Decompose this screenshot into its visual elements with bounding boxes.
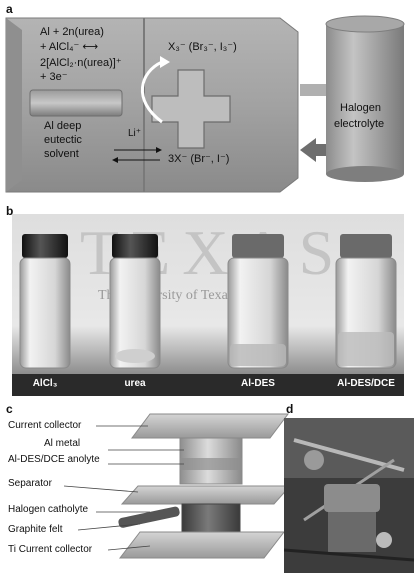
cathode-bottom-label: 3X⁻ (Br⁻, I⁻) [168, 153, 230, 165]
tank-label-2: electrolyte [334, 118, 385, 130]
panel-a-label: a [6, 2, 13, 16]
component-anolyte: Al-DES/DCE anolyte [8, 454, 100, 465]
vial-label-al-des-dce: Al-DES/DCE [337, 378, 395, 389]
panel-d-label: d [286, 402, 294, 416]
vial-alcl3 [19, 234, 71, 369]
component-separator: Separator [8, 478, 52, 489]
vial-label-alcl3: AlCl₃ [32, 378, 58, 389]
panel-a: a [0, 0, 414, 205]
cell-exploded-view [63, 413, 290, 559]
cathode-cross [151, 69, 231, 149]
tank-label-1: Halogen [340, 102, 381, 114]
electrolyte-tank [326, 24, 404, 174]
assembled-cell-photo [284, 418, 414, 573]
component-ti-collector: Ti Current collector [8, 544, 93, 555]
vial-al-des-dce [335, 234, 397, 369]
panel-b-label: b [6, 204, 14, 218]
component-al-metal: Al metal [44, 438, 81, 449]
vial-label-urea: urea [124, 378, 146, 389]
panel-b: b TEXAS The University of Texas at Austi… [0, 204, 414, 398]
panel-c: c Curren [0, 400, 290, 573]
reaction-line-3: 2[AlCl₂·n(urea)]⁺ [40, 57, 122, 69]
anode-label-1: Al deep [44, 120, 82, 132]
vial-al-des [227, 234, 289, 369]
panel-a-schematic [5, 15, 405, 193]
panel-c-label: c [6, 402, 13, 416]
component-catholyte: Halogen catholyte [8, 504, 89, 515]
component-graphite-felt: Graphite felt [8, 524, 63, 535]
anode-rod [29, 89, 123, 117]
reaction-line-1: Al + 2n(urea) [40, 26, 104, 38]
vial-urea [109, 234, 161, 369]
component-current-collector: Current collector [8, 420, 82, 431]
redox-arrow [141, 60, 163, 124]
vials-layer [19, 234, 397, 369]
reaction-line-2: + AlCl₄⁻ ⟷ [40, 41, 99, 53]
anode-label-3: solvent [44, 148, 79, 160]
panel-d: d [284, 400, 414, 573]
reaction-line-4: + 3e⁻ [40, 71, 68, 83]
ion-label: Li⁺ [128, 128, 142, 139]
cathode-top-label: X₃⁻ (Br₃⁻, I₃⁻) [168, 41, 237, 53]
vial-label-al-des: Al-DES [241, 378, 275, 389]
anode-label-2: eutectic [44, 134, 82, 146]
